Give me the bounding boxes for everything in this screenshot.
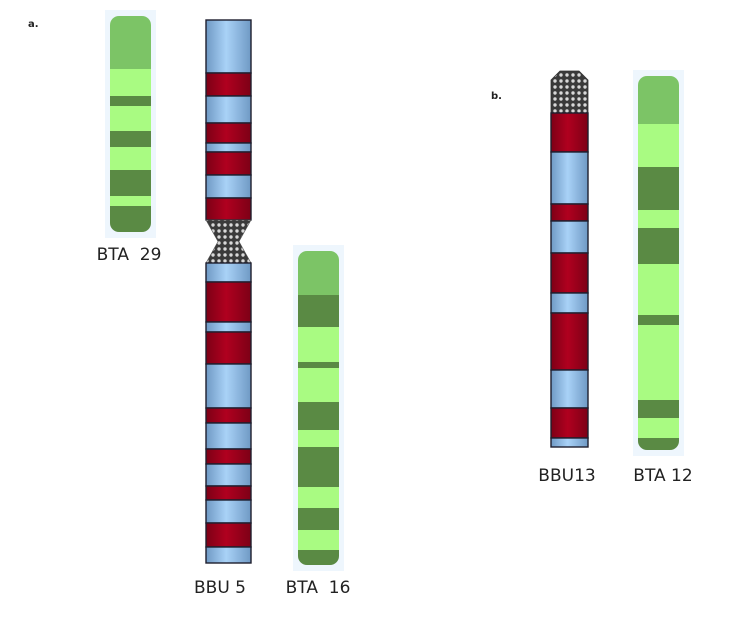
band-dark — [110, 96, 151, 107]
band-dark — [110, 206, 151, 232]
band-dark — [298, 508, 339, 531]
band-red — [205, 197, 252, 221]
band-dark — [638, 167, 679, 211]
chromosome-bta29 — [105, 10, 156, 238]
band-blue — [205, 422, 252, 450]
band-light — [110, 196, 151, 207]
band-light — [298, 487, 339, 509]
chromosome-bta12 — [633, 70, 684, 456]
band-dark — [298, 295, 339, 328]
band-blue — [205, 174, 252, 199]
band-light — [638, 418, 679, 439]
band-blue — [205, 262, 252, 283]
band-light — [110, 106, 151, 132]
band-red — [205, 522, 252, 548]
band-red — [550, 407, 589, 439]
band-blue — [550, 437, 589, 448]
band-red — [550, 203, 589, 222]
label-bta29: BTA 29 — [96, 245, 162, 265]
band-blue — [550, 220, 589, 254]
band-red — [205, 122, 252, 144]
label-bbu5: BBU 5 — [194, 578, 246, 598]
band-blue — [550, 292, 589, 314]
band-dark — [298, 362, 339, 369]
chromosome-bbu13 — [550, 70, 589, 448]
band-red — [205, 72, 252, 97]
band-dark — [638, 438, 679, 450]
band-light — [110, 69, 151, 97]
band-red — [550, 252, 589, 294]
band-blue — [205, 95, 252, 124]
band-top — [298, 251, 339, 296]
band-light — [638, 325, 679, 401]
band-top — [638, 76, 679, 125]
band-blue — [205, 321, 252, 333]
band-top — [110, 16, 151, 70]
band-blue — [205, 363, 252, 409]
band-light — [110, 147, 151, 171]
chromosome-bbu5 — [205, 19, 252, 564]
panel-label-a: a. — [28, 19, 39, 30]
band-dark — [298, 447, 339, 488]
band-blue — [550, 369, 589, 409]
band-red — [550, 312, 589, 371]
band-blue — [205, 19, 252, 74]
band-dark — [110, 170, 151, 197]
band-dark — [298, 550, 339, 565]
band-light — [298, 430, 339, 448]
label-bbu13: BBU13 — [538, 466, 596, 486]
band-red — [205, 448, 252, 465]
chromosome-bta16 — [293, 245, 344, 571]
band-blue — [550, 151, 589, 205]
band-dark — [110, 131, 151, 148]
label-bta16: BTA 16 — [285, 578, 351, 598]
band-light — [638, 210, 679, 229]
band-red — [205, 407, 252, 424]
band-red — [550, 112, 589, 153]
band-dark — [638, 228, 679, 265]
band-red — [205, 331, 252, 365]
band-red — [205, 485, 252, 501]
band-red — [205, 151, 252, 176]
label-bta12: BTA 12 — [633, 466, 693, 486]
band-dark — [638, 400, 679, 419]
panel-label-b: b. — [491, 91, 502, 102]
band-blue — [205, 546, 252, 564]
band-light — [638, 124, 679, 168]
band-light — [298, 530, 339, 551]
band-blue — [205, 499, 252, 524]
centromere — [205, 219, 252, 264]
band-light — [298, 368, 339, 403]
band-light — [638, 264, 679, 316]
band-light — [298, 327, 339, 363]
centromere-cap — [550, 70, 589, 114]
band-dark — [298, 402, 339, 431]
band-red — [205, 281, 252, 323]
band-blue — [205, 142, 252, 153]
band-dark — [638, 315, 679, 326]
band-blue — [205, 463, 252, 487]
